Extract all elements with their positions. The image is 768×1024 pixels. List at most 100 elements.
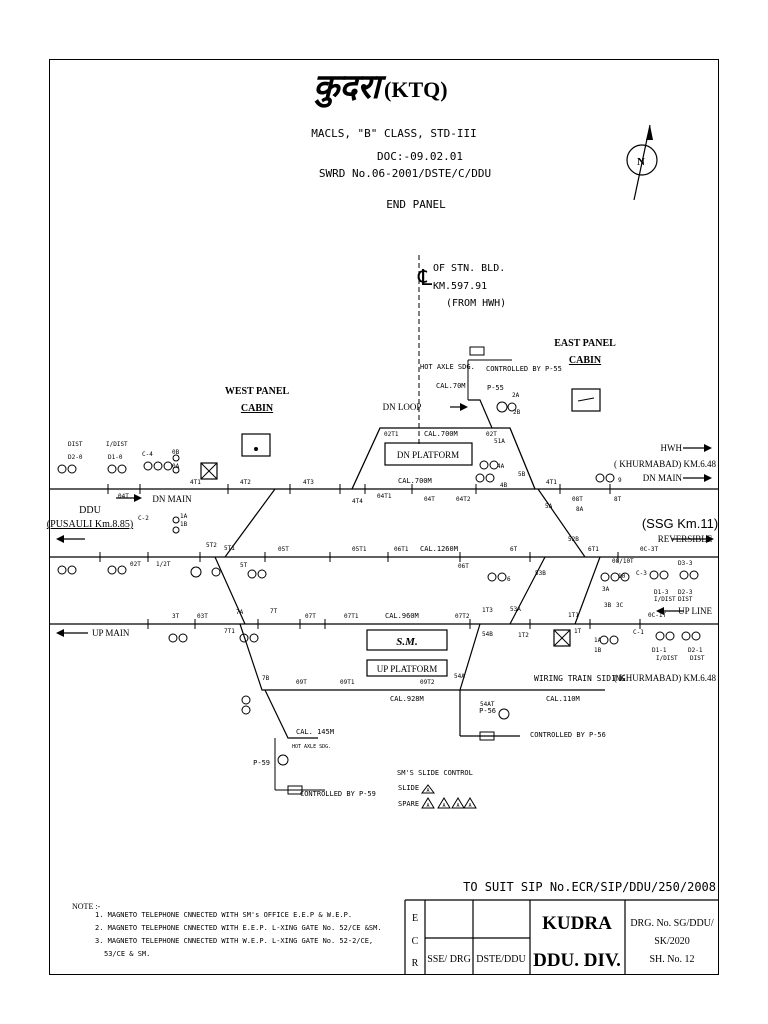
tb-sse: SSE/ DRG xyxy=(427,954,471,965)
svg-text:A: A xyxy=(442,803,445,809)
svg-text:05T1: 05T1 xyxy=(352,546,367,553)
svg-text:C-4: C-4 xyxy=(142,451,153,458)
centre-line-symbol: ℄ xyxy=(417,265,433,290)
svg-text:D2-0: D2-0 xyxy=(68,454,83,461)
sm-office-label: S.M. xyxy=(396,636,417,648)
svg-text:I/DIST: I/DIST xyxy=(654,596,676,603)
svg-text:54AT: 54AT xyxy=(480,701,495,708)
tb-name1: KUDRA xyxy=(542,913,612,934)
cal-145m-label: CAL. 145M xyxy=(296,728,334,736)
svg-text:7B: 7B xyxy=(262,675,270,682)
svg-text:05T: 05T xyxy=(278,546,289,553)
note-4: 53/CE & SM. xyxy=(104,950,150,958)
dn-platform xyxy=(384,442,473,466)
svg-text:I/DIST: I/DIST xyxy=(656,655,678,662)
svg-text:0C-3T: 0C-3T xyxy=(640,546,658,553)
svg-text:4T3: 4T3 xyxy=(303,479,314,486)
up-main-left-label: UP MAIN xyxy=(92,628,130,638)
up-track-joints xyxy=(147,619,641,629)
siding-labels: 09T 09T1 09T2 54A 54AT 7A 7B xyxy=(236,609,495,708)
reversible-label: REVERSIBLE xyxy=(658,534,713,544)
level-crossing-gate-dn xyxy=(200,462,218,480)
dn-platform-label: DN PLATFORM xyxy=(397,450,459,460)
svg-text:5A: 5A xyxy=(545,503,553,510)
svg-text:5B: 5B xyxy=(518,471,526,478)
ddu-label: DDU xyxy=(79,505,101,516)
svg-text:6T1: 6T1 xyxy=(588,546,599,553)
tb-drg2: SK/2020 xyxy=(654,936,690,947)
svg-text:02T: 02T xyxy=(486,431,497,438)
header-line2: DOC:-09.02.01 xyxy=(377,150,463,163)
spare-triangle-icons xyxy=(421,797,477,809)
svg-text:02T: 02T xyxy=(130,561,141,568)
up-line-label: UP LINE xyxy=(678,606,712,616)
svg-text:C-2: C-2 xyxy=(138,515,149,522)
svg-text:DIST: DIST xyxy=(68,441,83,448)
tb-r: R xyxy=(412,958,419,969)
hot-axle-label: HOT AXLE SDG. xyxy=(420,363,475,371)
cal-700m-loop: CAL.700M xyxy=(424,430,458,438)
tb-c: C xyxy=(412,936,419,947)
west-cabin-label2: CABIN xyxy=(241,403,274,414)
khurmabad-bottom-label: ( KHURMABAD) KM.6.48 xyxy=(614,673,717,683)
stn-bld-line1: OF STN. BLD. xyxy=(433,263,505,274)
drawing-border xyxy=(49,59,719,975)
svg-text:0A: 0A xyxy=(172,463,180,470)
hot-axle-small-label: HOT AXLE SDG. xyxy=(292,744,331,750)
hot-axle-siding-west xyxy=(264,689,318,739)
hwh-label: HWH xyxy=(661,443,683,453)
pusauli-label: (PUSAULI Km.8.85) xyxy=(47,519,133,530)
ssg-label: (SSG Km.11) xyxy=(642,516,718,531)
cal-700m-main: CAL.700M xyxy=(398,477,432,485)
svg-text:07T: 07T xyxy=(305,613,316,620)
svg-text:C-1: C-1 xyxy=(633,629,644,636)
khurmabad-top-label: ( KHURMABAD) KM.6.48 xyxy=(614,459,717,469)
svg-text:D2-1: D2-1 xyxy=(688,647,703,654)
tb-drg1: DRG. No. SG/DDU/ xyxy=(630,918,714,929)
p56-label: P-56 xyxy=(479,707,496,715)
svg-text:04T: 04T xyxy=(424,496,435,503)
suit-sip-label: TO SUIT SIP No.ECR/SIP/DDU/250/2008 xyxy=(463,880,716,894)
svg-text:8A: 8A xyxy=(576,506,584,513)
note-1: 1. MAGNETO TELEPHONE CNNECTED WITH SM's … xyxy=(95,911,352,919)
station-hindi-name: कुदरा xyxy=(313,69,387,108)
svg-text:6: 6 xyxy=(507,576,511,583)
crossover-east-3 xyxy=(574,556,601,625)
svg-text:A: A xyxy=(426,803,429,809)
svg-text:D1-0: D1-0 xyxy=(108,454,123,461)
svg-text:08/10T: 08/10T xyxy=(612,558,634,565)
crossover-west-1 xyxy=(224,488,276,558)
wiring-siding-label: WIRING TRAIN SIDING xyxy=(534,674,626,683)
east-cabin-label2: CABIN xyxy=(569,355,602,366)
svg-text:04T: 04T xyxy=(118,493,129,500)
east-cabin-label1: EAST PANEL xyxy=(554,338,616,349)
svg-text:6T: 6T xyxy=(510,546,518,553)
spare-marks: A A A A xyxy=(426,803,471,809)
controlled-p55-label: CONTROLLED BY P-55 xyxy=(486,365,562,373)
svg-text:10: 10 xyxy=(618,573,626,580)
svg-text:2B: 2B xyxy=(513,409,521,416)
up-platform-label: UP PLATFORM xyxy=(377,664,437,674)
svg-text:7T1: 7T1 xyxy=(224,628,235,635)
tb-dste: DSTE/DDU xyxy=(476,954,526,965)
svg-text:3B: 3B xyxy=(604,602,612,609)
north-arrow-icon: N xyxy=(626,124,658,201)
svg-text:09T1: 09T1 xyxy=(340,679,355,686)
svg-text:09T: 09T xyxy=(296,679,307,686)
mid-signals xyxy=(57,516,699,582)
svg-text:4T2: 4T2 xyxy=(240,479,251,486)
svg-text:3C: 3C xyxy=(616,602,624,609)
svg-text:4T4: 4T4 xyxy=(352,498,363,505)
svg-text:A: A xyxy=(456,803,459,809)
west-cabin-icon xyxy=(241,433,271,457)
slide-triangle-icon xyxy=(421,784,435,794)
controlled-p56-label: CONTROLLED BY P-56 xyxy=(530,731,606,739)
controlled-p59-label: CONTROLLED BY P-59 xyxy=(300,790,376,798)
svg-text:07T2: 07T2 xyxy=(455,613,470,620)
svg-text:8T: 8T xyxy=(614,496,622,503)
svg-text:51A: 51A xyxy=(494,438,505,445)
svg-text:1A: 1A xyxy=(180,513,188,520)
p59-label: P-59 xyxy=(253,759,270,767)
svg-text:0B: 0B xyxy=(172,449,180,456)
